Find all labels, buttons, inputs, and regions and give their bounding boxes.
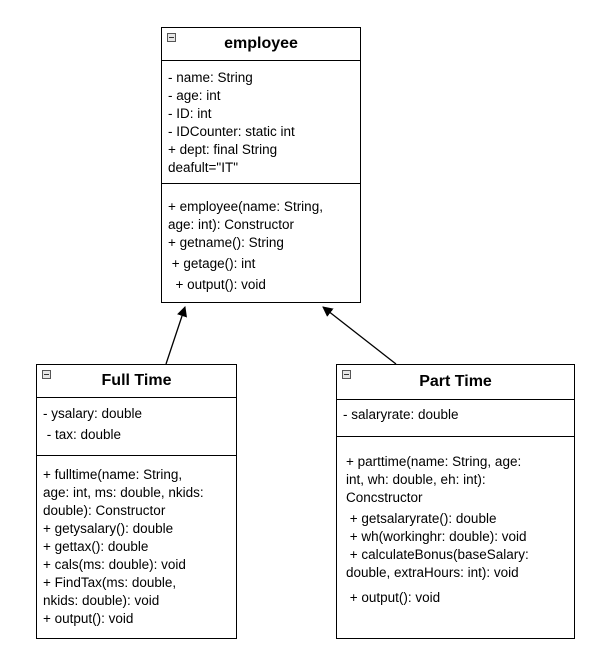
attributes-section: - ysalary: double - tax: double — [37, 398, 236, 456]
method: + output(): void — [168, 277, 266, 292]
class-parttime: Part Time - salaryrate: double + parttim… — [336, 364, 575, 639]
class-header: employee — [162, 28, 360, 61]
attribute: - ID: int — [168, 106, 212, 121]
method: + gettax(): double — [43, 539, 149, 554]
method: + FindTax(ms: double, — [43, 575, 177, 590]
method: + getysalary(): double — [43, 521, 174, 536]
attribute: - tax: double — [43, 427, 122, 442]
method: age: int, ms: double, nkids: — [43, 485, 204, 500]
class-name: Full Time — [101, 372, 172, 389]
method: + parttime(name: String, age: — [346, 454, 522, 469]
method: + getsalaryrate(): double — [346, 511, 497, 526]
attribute: - IDCounter: static int — [168, 124, 295, 139]
method: + getname(): String — [168, 235, 284, 250]
methods-section: + parttime(name: String, age: int, wh: d… — [337, 437, 574, 637]
attribute: + dept: final String — [168, 142, 278, 157]
attributes-section: - salaryrate: double — [337, 400, 574, 437]
method: double): Constructor — [43, 503, 166, 518]
method: Concstructor — [346, 490, 423, 505]
class-header: Part Time — [337, 365, 574, 400]
method: + fulltime(name: String, — [43, 467, 183, 482]
method: nkids: double): void — [43, 593, 160, 608]
class-name: employee — [224, 35, 298, 52]
method: + output(): void — [43, 611, 134, 626]
attribute: - name: String — [168, 70, 253, 85]
method: + calculateBonus(baseSalary: — [346, 547, 529, 562]
method: + output(): void — [346, 590, 441, 605]
method: + employee(name: String, — [168, 199, 323, 214]
method: + wh(workinghr: double): void — [346, 529, 527, 544]
method: double, extraHours: int): void — [346, 565, 519, 580]
attribute: - ysalary: double — [43, 406, 143, 421]
methods-section: + fulltime(name: String, age: int, ms: d… — [37, 456, 236, 637]
method: + getage(): int — [168, 256, 256, 271]
method: age: int): Constructor — [168, 217, 295, 232]
attribute: - age: int — [168, 88, 221, 103]
association-arrow-parttime — [322, 306, 397, 365]
attribute: - salaryrate: double — [343, 407, 459, 422]
class-name: Part Time — [419, 373, 492, 390]
methods-section: + employee(name: String, age: int): Cons… — [162, 184, 360, 301]
class-employee: employee - name: String - age: int - ID:… — [161, 27, 361, 303]
class-fulltime: Full Time - ysalary: double - tax: doubl… — [36, 364, 237, 639]
method: + cals(ms: double): void — [43, 557, 186, 572]
collapse-icon[interactable] — [342, 370, 351, 379]
attribute: deafult="IT" — [168, 160, 238, 175]
method: int, wh: double, eh: int): — [346, 472, 486, 487]
attributes-section: - name: String - age: int - ID: int - ID… — [162, 61, 360, 184]
class-header: Full Time — [37, 365, 236, 398]
association-arrow-fulltime — [165, 306, 187, 365]
collapse-icon[interactable] — [42, 370, 51, 379]
collapse-icon[interactable] — [167, 33, 176, 42]
